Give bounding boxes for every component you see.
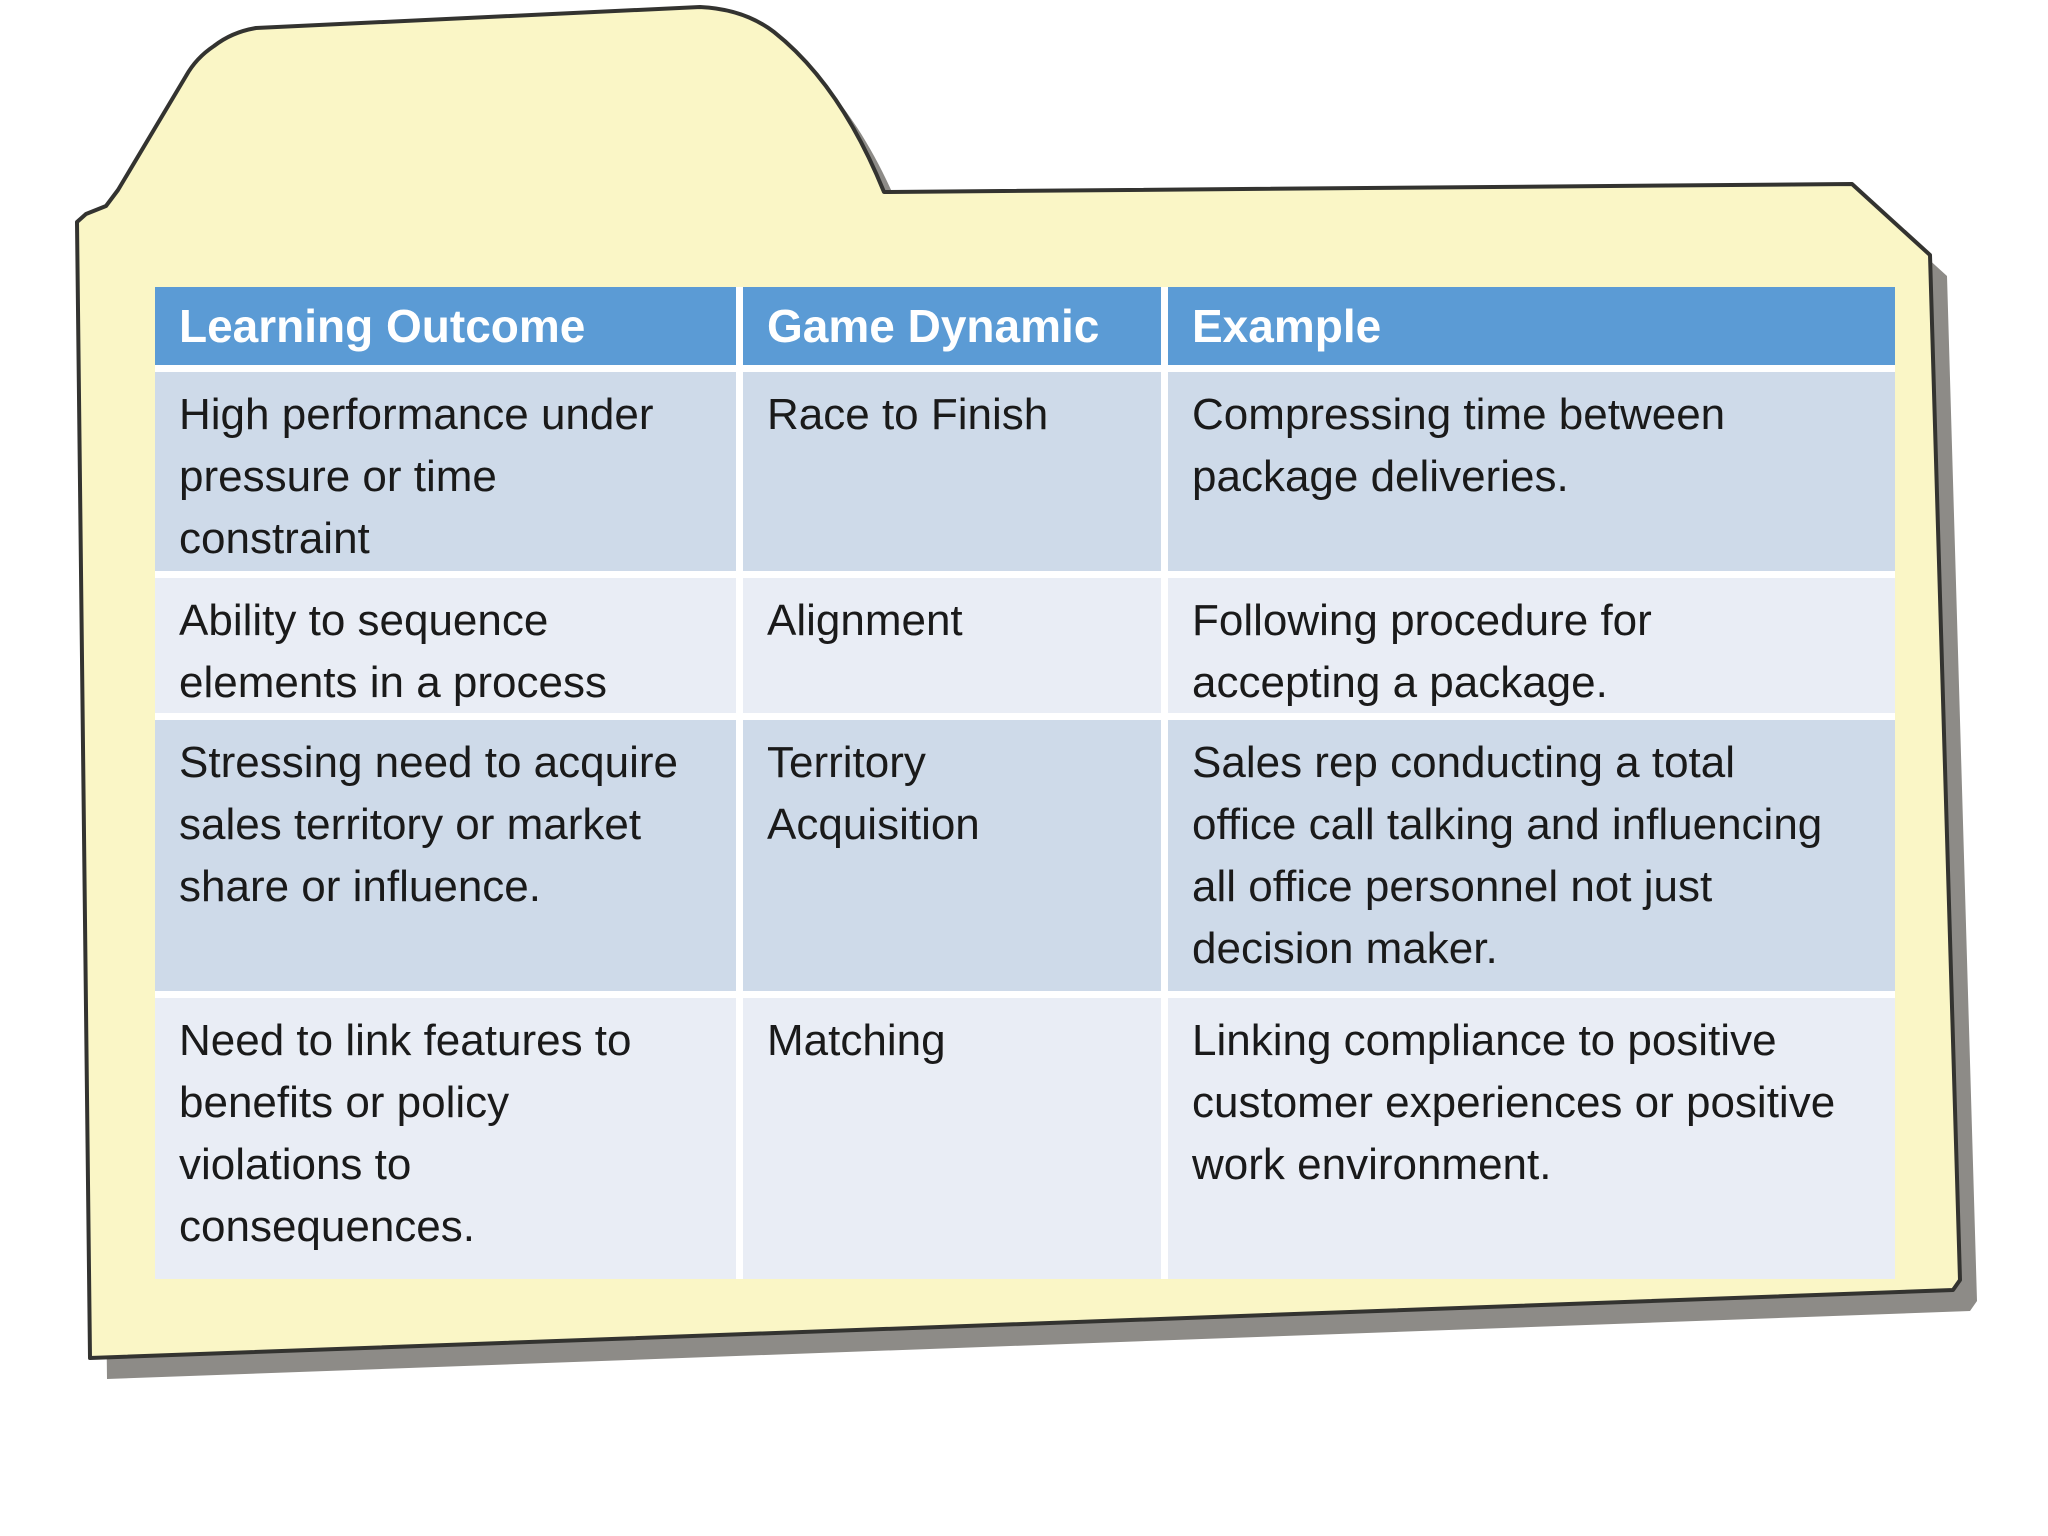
- cell-game-dynamic: Matching: [743, 998, 1161, 1279]
- learning-outcomes-table: Learning Outcome Game Dynamic Example Hi…: [155, 287, 1895, 1279]
- cell-game-dynamic: Territory Acquisition: [743, 720, 1161, 991]
- cell-learning-outcome: Ability to sequence elements in a proces…: [155, 578, 736, 713]
- cell-example: Sales rep conducting a total office call…: [1168, 720, 1895, 991]
- column-header-learning-outcome: Learning Outcome: [155, 287, 736, 365]
- cell-learning-outcome: High performance under pressure or time …: [155, 372, 736, 571]
- column-header-game-dynamic: Game Dynamic: [743, 287, 1161, 365]
- cell-game-dynamic: Alignment: [743, 578, 1161, 713]
- cell-example: Compressing time between package deliver…: [1168, 372, 1895, 571]
- cell-learning-outcome: Stressing need to acquire sales territor…: [155, 720, 736, 991]
- cell-example: Following procedure for accepting a pack…: [1168, 578, 1895, 713]
- column-header-example: Example: [1168, 287, 1895, 365]
- cell-learning-outcome: Need to link features to benefits or pol…: [155, 998, 736, 1279]
- cell-example: Linking compliance to positive customer …: [1168, 998, 1895, 1279]
- cell-game-dynamic: Race to Finish: [743, 372, 1161, 571]
